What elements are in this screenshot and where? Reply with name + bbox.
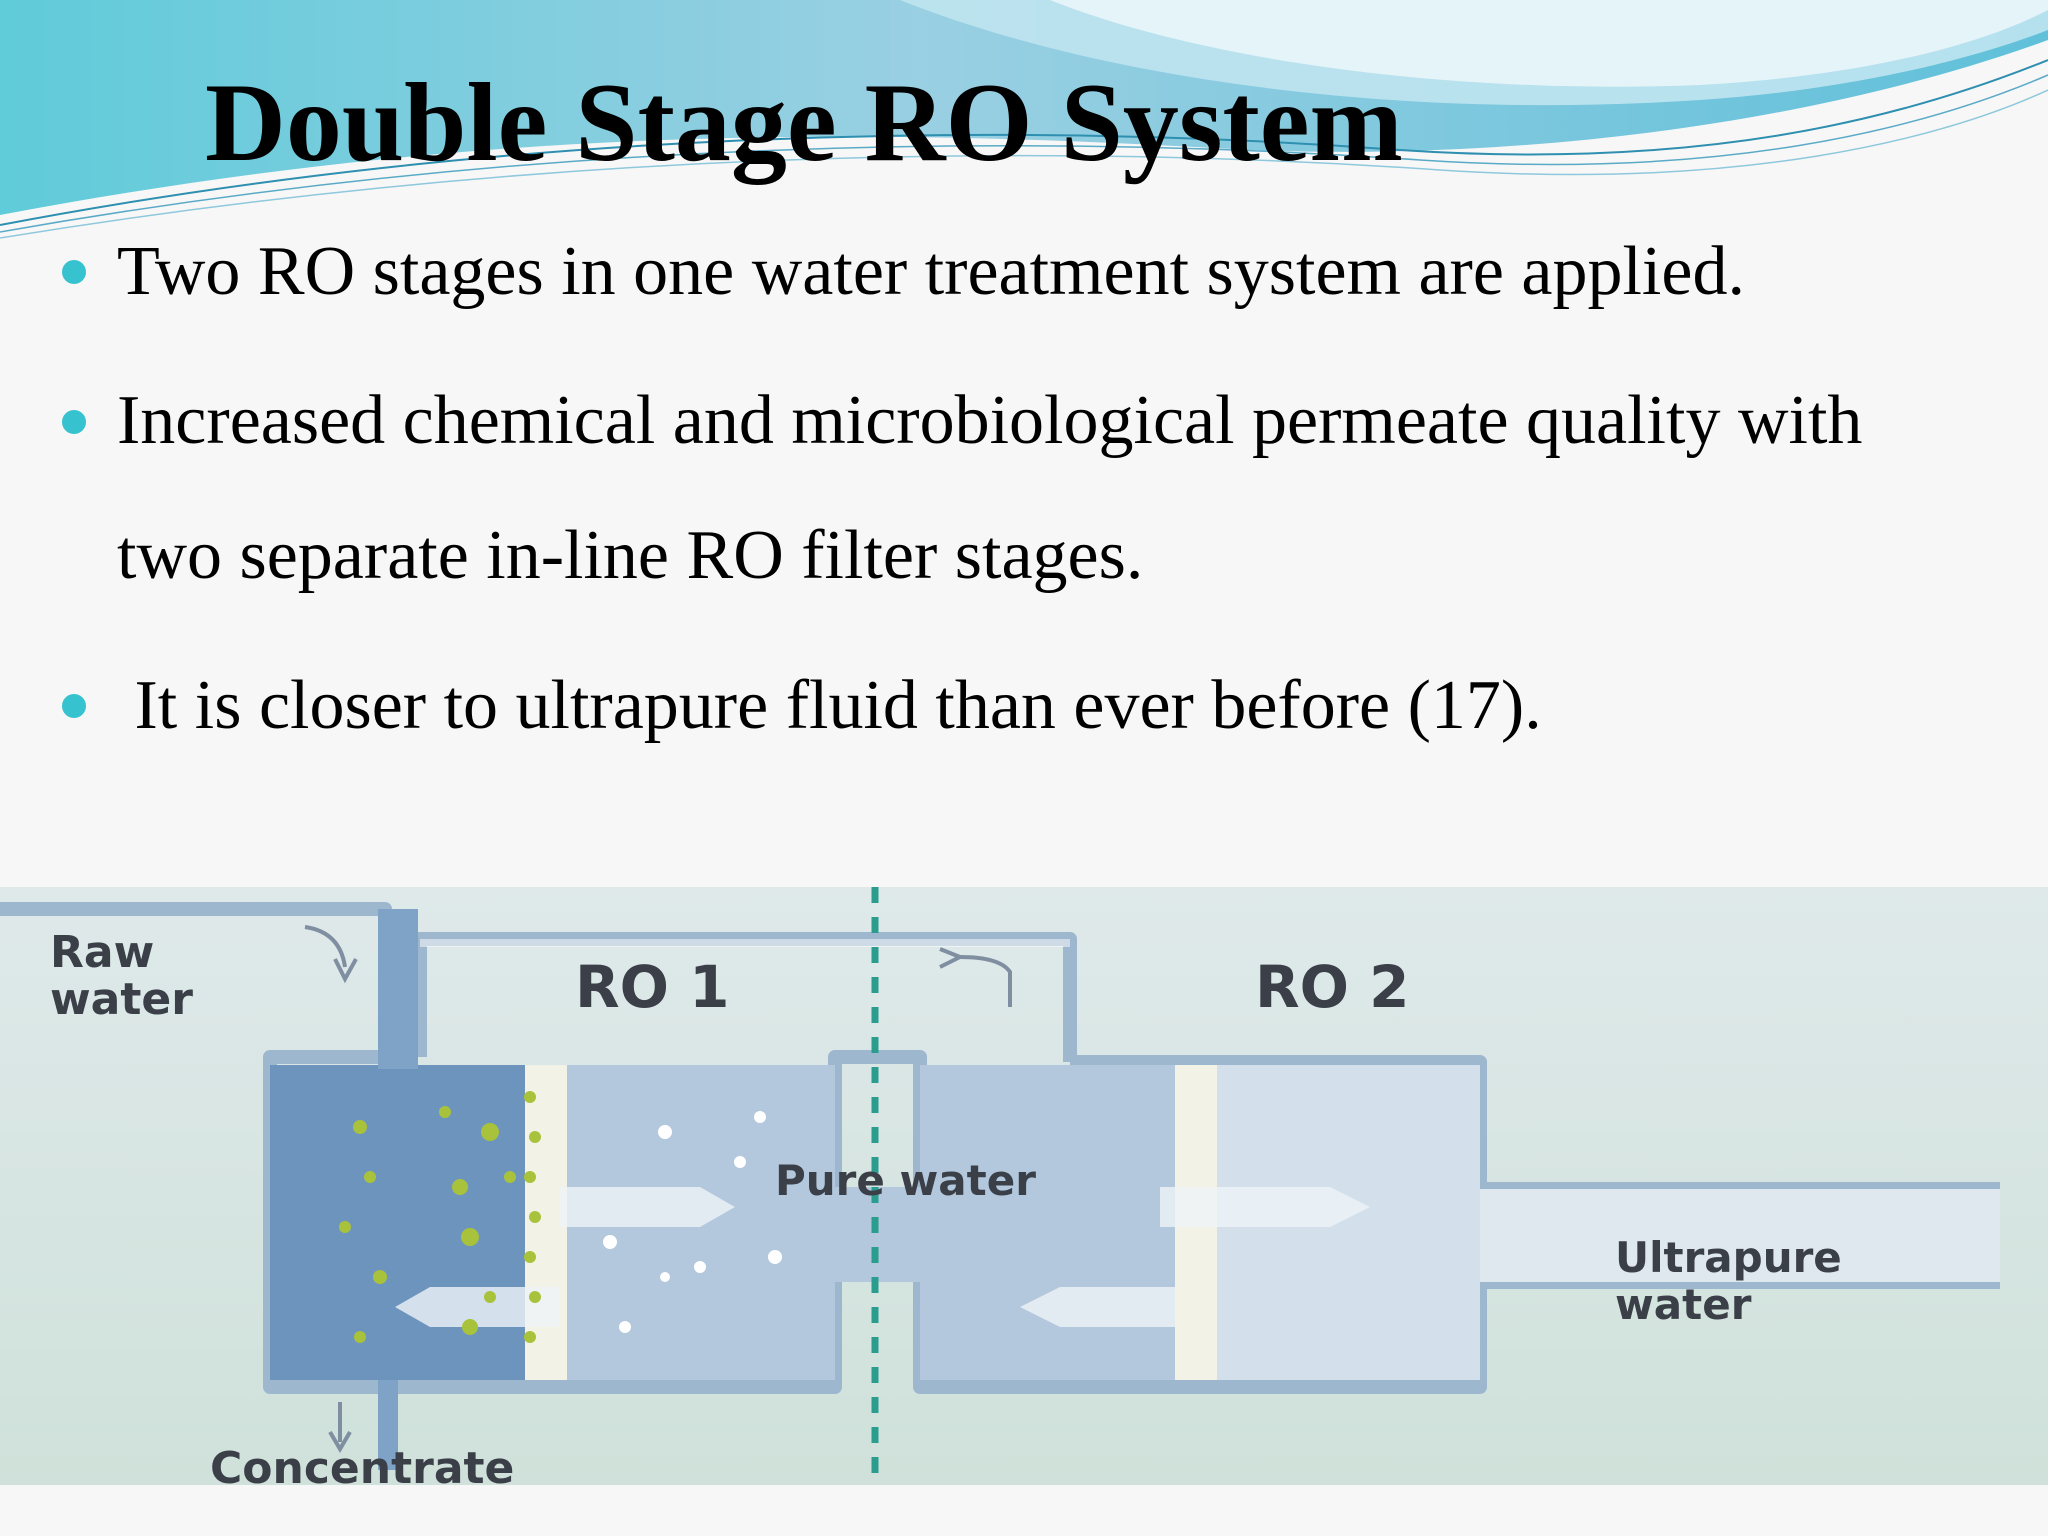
ultrapure-water-label: Ultrapure: [1615, 1233, 1842, 1282]
pipe-highlight: [420, 939, 1070, 947]
flow-arrow-icon: [395, 1287, 560, 1327]
flow-arrow-icon: [1020, 1287, 1175, 1327]
bullet-3-text: It is closer to ultrapure fluid than eve…: [117, 667, 1542, 744]
concentrate-label: Concentrate: [210, 1443, 514, 1485]
ultrapure-water-label: water: [1615, 1280, 1752, 1329]
permeate-particles: [603, 1111, 782, 1333]
slide-title: Double Stage RO System: [205, 61, 1403, 185]
raw-water-label: Raw: [50, 927, 154, 978]
arrowhead-icon: [333, 958, 358, 984]
ro1-concentrate-chamber: [270, 1065, 525, 1380]
contaminant-particles: [339, 1091, 541, 1343]
double-stage-ro-diagram: Raw water RO 1 RO 2 Pure water Ultrapure…: [0, 887, 2048, 1485]
header-wave-decoration: [0, 0, 2048, 239]
flow-arrow-icon: [560, 1187, 735, 1227]
bullet-2-continuation: two separate in-line RO filter stages.: [117, 517, 1144, 594]
ro2-feed-chamber: [920, 1065, 1175, 1380]
arrowhead-icon: [939, 947, 965, 969]
arrowhead-icon: [328, 1430, 352, 1453]
ro2-label: RO 2: [1255, 953, 1410, 1021]
pure-water-label: Pure water: [775, 1156, 1036, 1205]
bullet-1-text: Two RO stages in one water treatment sys…: [117, 233, 1745, 310]
bullet-dot: [62, 260, 86, 284]
pure-water-return-arrow-icon: [959, 955, 1012, 1007]
bullet-dot: [62, 410, 86, 434]
raw-water-label: water: [50, 974, 193, 1025]
raw-water-arrow-icon: [304, 925, 347, 968]
ro1-label: RO 1: [575, 953, 730, 1021]
bullet-2-text: Increased chemical and microbiological p…: [117, 382, 1863, 459]
feed-pipe: [378, 909, 418, 1069]
concentrate-pipe: [378, 1380, 398, 1470]
bullet-dot: [62, 694, 86, 718]
flow-arrow-icon: [1160, 1187, 1370, 1227]
ultrapure-outlet-pipe: [1480, 1189, 2000, 1282]
